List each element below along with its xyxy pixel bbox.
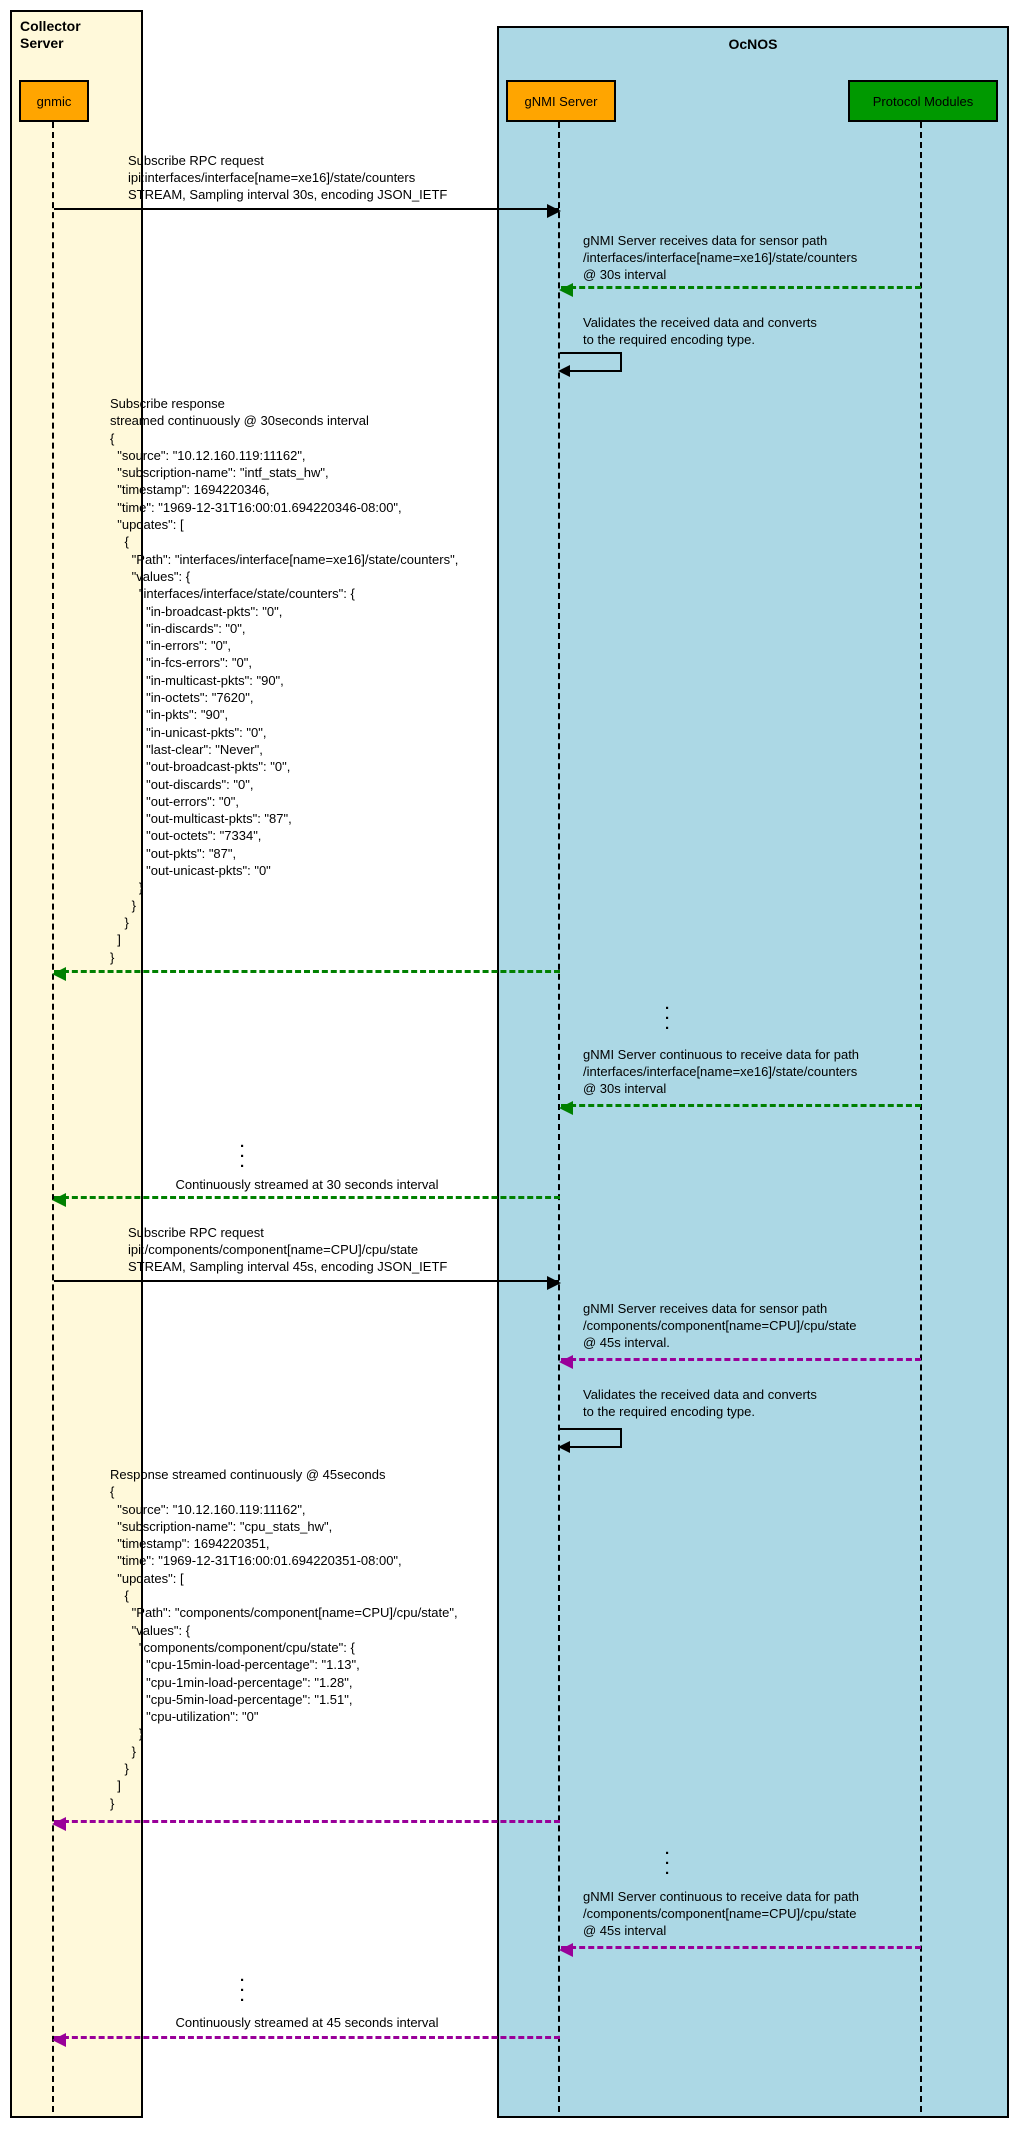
actor-gnmi-server-label: gNMI Server [524, 93, 598, 109]
msg-validate-2-label: Validates the received data and converts… [583, 1387, 817, 1419]
ocnos-frame: OcNOS [497, 26, 1009, 2118]
actor-protocol-modules: Protocol Modules [848, 80, 998, 122]
arrowhead [559, 1943, 573, 1957]
msg-subscribe-request-1-label: Subscribe RPC request ipi:interfaces/int… [128, 153, 448, 202]
arrowhead [52, 1817, 66, 1831]
ellipsis-3: . . . [665, 1841, 670, 1878]
msg-continuous-receive-1-arrow [559, 1101, 921, 1115]
msg-streamed-2-label: Continuously streamed at 45 seconds inte… [175, 2015, 439, 2030]
msg-subscribe-response-1-json: Subscribe response streamed continuously… [110, 396, 459, 965]
msg-subscribe-request-1-arrow [54, 204, 561, 218]
arrowhead [559, 1101, 573, 1115]
arrowhead [52, 1193, 66, 1207]
msg-subscribe-response-1-arrow [52, 967, 560, 981]
msg-continuous-receive-1-label: gNMI Server continuous to receive data f… [583, 1047, 860, 1096]
msg-response-2-json: Response streamed continuously @ 45secon… [110, 1467, 458, 1811]
msg-streamed-1-arrow [52, 1193, 560, 1207]
lifeline-protocol-modules [920, 122, 922, 2112]
arrowhead [547, 204, 561, 218]
msg-subscribe-request-2-label: Subscribe RPC request ipi:/components/co… [128, 1225, 448, 1274]
msg-continuous-receive-2-arrow [559, 1943, 921, 1957]
lifeline-gnmic [52, 122, 54, 2112]
msg-continuous-receive-2-label: gNMI Server continuous to receive data f… [583, 1889, 860, 1938]
ellipsis-1: . . . [665, 996, 670, 1033]
msg-receive-sensor-data-2-label: gNMI Server receives data for sensor pat… [583, 1301, 857, 1350]
msg-receive-sensor-data-1-arrow [559, 283, 921, 297]
msg-streamed-2-arrow [52, 2033, 560, 2047]
arrowhead [52, 967, 66, 981]
ellipsis-2: . . . [240, 1134, 245, 1171]
msg-subscribe-request-2-arrow [54, 1276, 561, 1290]
msg-streamed-1-label: Continuously streamed at 30 seconds inte… [175, 1177, 439, 1192]
arrowhead [558, 1441, 570, 1453]
actor-gnmic-label: gnmic [36, 93, 72, 109]
self-message-validate-1 [558, 352, 622, 377]
arrowhead [559, 283, 573, 297]
ocnos-frame-title: OcNOS [728, 36, 778, 52]
self-message-validate-2 [558, 1428, 622, 1453]
collector-server-frame-title: Collector Server [20, 18, 81, 51]
actor-gnmic: gnmic [19, 80, 89, 122]
arrowhead [52, 2033, 66, 2047]
msg-validate-1-label: Validates the received data and converts… [583, 315, 817, 347]
arrowhead [547, 1276, 561, 1290]
ellipsis-4: . . . [240, 1968, 245, 2005]
arrowhead [559, 1355, 573, 1369]
arrowhead [558, 365, 570, 377]
collector-server-frame: Collector Server [10, 10, 143, 2118]
lifeline-gnmi-server [558, 122, 560, 2112]
msg-receive-sensor-data-2-arrow [559, 1355, 921, 1369]
msg-receive-sensor-data-1-label: gNMI Server receives data for sensor pat… [583, 233, 858, 282]
actor-gnmi-server: gNMI Server [506, 80, 616, 122]
actor-protocol-modules-label: Protocol Modules [872, 93, 974, 109]
msg-response-2-arrow [52, 1817, 560, 1831]
